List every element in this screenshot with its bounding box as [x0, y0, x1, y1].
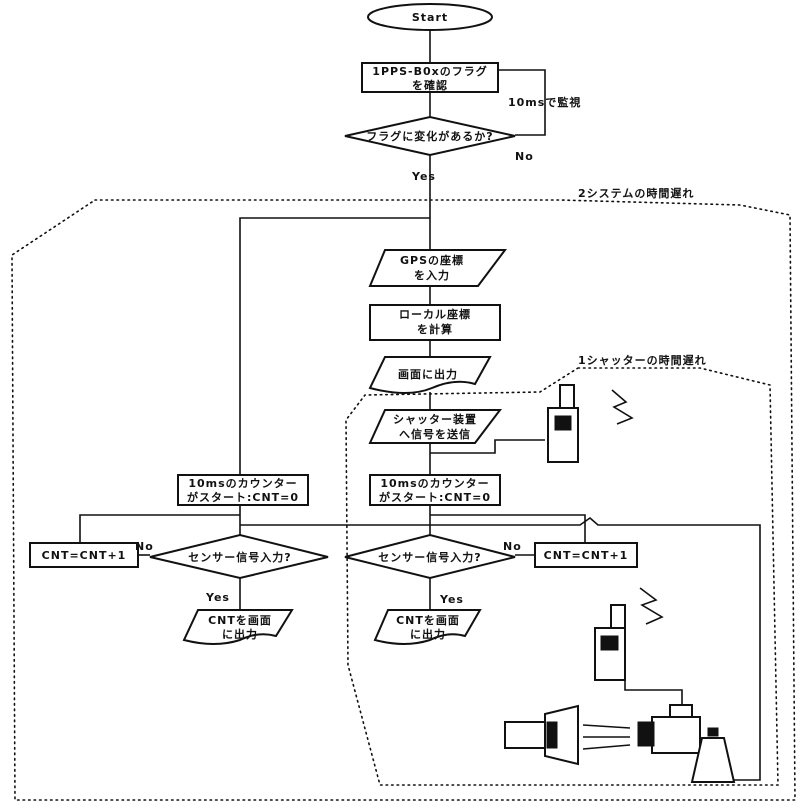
check-flag-label-1: 1PPS-B0xのフラグ	[372, 64, 487, 78]
counter-start-right	[369, 474, 501, 506]
sensor-decision-right	[344, 533, 516, 580]
gps-label-2: を入力	[414, 268, 450, 282]
yes-label-right: Yes	[439, 593, 464, 606]
check-flag-label-2: を確認	[412, 78, 448, 92]
monitor-label: 10msで監視	[508, 95, 581, 109]
no-label-right: No	[503, 540, 522, 553]
shutter-label-1: シャッター装置	[393, 412, 477, 426]
system-delay-region	[11, 199, 796, 801]
sensor-decision-left	[149, 533, 329, 580]
local-label-2: を計算	[417, 322, 453, 336]
flag-changed-decision	[344, 115, 516, 157]
sensor-right-label: センサー信号入力?	[378, 550, 481, 564]
radio-receiver-icon	[594, 587, 664, 681]
cnt-output-left	[182, 609, 294, 645]
counter-right-label-1: 10msのカウンター	[380, 477, 489, 490]
counter-left-label-1: 10msのカウンター	[188, 477, 297, 490]
flag-changed-label: フラグに変化があるか?	[366, 129, 493, 143]
system-delay-label: 2システムの時間遅れ	[578, 186, 694, 200]
counter-right-label-2: がスタート:CNT=0	[379, 490, 491, 504]
connector-lines	[79, 30, 761, 781]
cnt-output-right-label-2: に出力	[410, 627, 446, 641]
camera-icon	[637, 704, 701, 754]
local-label-1: ローカル座標	[399, 307, 471, 321]
shutter-delay-region	[345, 367, 779, 786]
shutter-delay-label: 1シャッターの時間遅れ	[578, 353, 707, 367]
cnt-output-right-label-1: CNTを画面	[396, 614, 460, 627]
screen-output	[368, 356, 492, 394]
cnt-output-right	[373, 609, 482, 645]
screen-output-label: 画面に出力	[398, 367, 458, 381]
radio-transmitter-icon	[547, 384, 634, 463]
cnt-increment-left-label: CNT=CNT+1	[42, 549, 127, 562]
counter-left-label-2: がスタート:CNT=0	[187, 490, 299, 504]
counter-start-left	[177, 474, 309, 506]
cnt-output-left-label-2: に出力	[222, 627, 258, 641]
cnt-increment-right-label: CNT=CNT+1	[544, 549, 629, 562]
light-source-icon	[504, 704, 631, 766]
gps-label-1: GPSの座標	[400, 253, 464, 267]
cnt-increment-right	[534, 542, 638, 568]
cnt-output-left-label-1: CNTを画面	[208, 614, 272, 627]
gps-input	[368, 249, 507, 287]
shutter-label-2: へ信号を送信	[399, 427, 471, 441]
start-terminal	[367, 3, 493, 31]
local-coordinate-process	[369, 304, 501, 341]
sensor-left-label: センサー信号入力?	[188, 550, 291, 564]
cnt-increment-left	[29, 542, 139, 568]
no-label-left: No	[135, 540, 154, 553]
send-shutter-io	[368, 409, 503, 444]
check-flag-process	[361, 62, 499, 93]
no-label-flag: No	[515, 150, 534, 163]
yes-label-left: Yes	[205, 591, 230, 604]
yes-label-flag: Yes	[411, 170, 436, 183]
start-label: Start	[412, 11, 448, 24]
light-sensor-icon	[690, 727, 736, 783]
